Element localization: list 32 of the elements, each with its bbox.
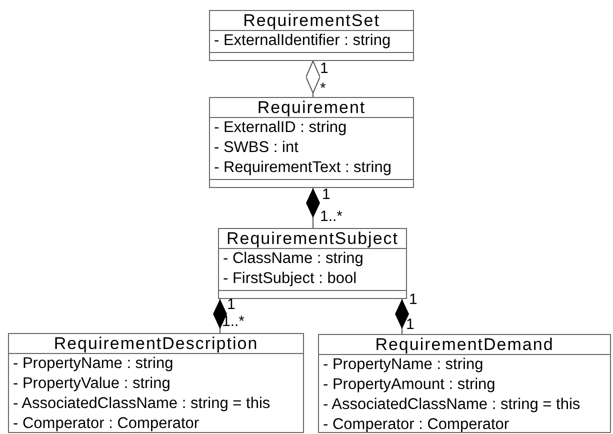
- class-box: [209, 97, 414, 188]
- attribute-text: - PropertyName : string: [323, 355, 484, 375]
- class-box: [8, 333, 304, 433]
- composition-connector: [213, 299, 227, 333]
- attribute-text: - ExternalID : string: [214, 118, 347, 138]
- attribute-text: - ClassName : string: [223, 249, 364, 269]
- multiplicity-label: *: [320, 81, 326, 97]
- attribute-text: - PropertyAmount : string: [323, 375, 496, 395]
- multiplicity-label: 1..*: [320, 209, 343, 225]
- attribute-text: - SWBS : int: [214, 138, 298, 158]
- attribute-text: - ExternalIdentifier : string: [214, 31, 391, 51]
- class-box: [209, 10, 414, 61]
- attribute-text: - FirstSubject : bool: [223, 269, 357, 289]
- multiplicity-label: 1: [406, 317, 414, 333]
- class-name: RequirementDemand: [319, 335, 610, 355]
- class-name: Requirement: [210, 98, 413, 118]
- class-name: RequirementDescription: [9, 334, 303, 354]
- attribute-text: - Comperator : Comperator: [323, 415, 510, 432]
- class-box: [218, 228, 407, 299]
- attribute-text: - AssociatedClassName : string = this: [323, 395, 580, 415]
- multiplicity-label: 1: [409, 292, 418, 308]
- attribute-text: - Comperator : Comperator: [13, 414, 200, 432]
- multiplicity-label: 1: [320, 61, 328, 77]
- multiplicity-label: 1: [322, 187, 330, 203]
- class-name: RequirementSet: [210, 11, 413, 31]
- attribute-text: - RequirementText : string: [214, 158, 392, 178]
- class-box: [318, 334, 611, 433]
- attribute-text: - PropertyName : string: [13, 354, 174, 374]
- class-name: RequirementSubject: [219, 229, 406, 249]
- attribute-text: - PropertyValue : string: [13, 374, 170, 394]
- attribute-text: - AssociatedClassName : string = this: [13, 394, 270, 414]
- multiplicity-label: 1: [227, 297, 236, 313]
